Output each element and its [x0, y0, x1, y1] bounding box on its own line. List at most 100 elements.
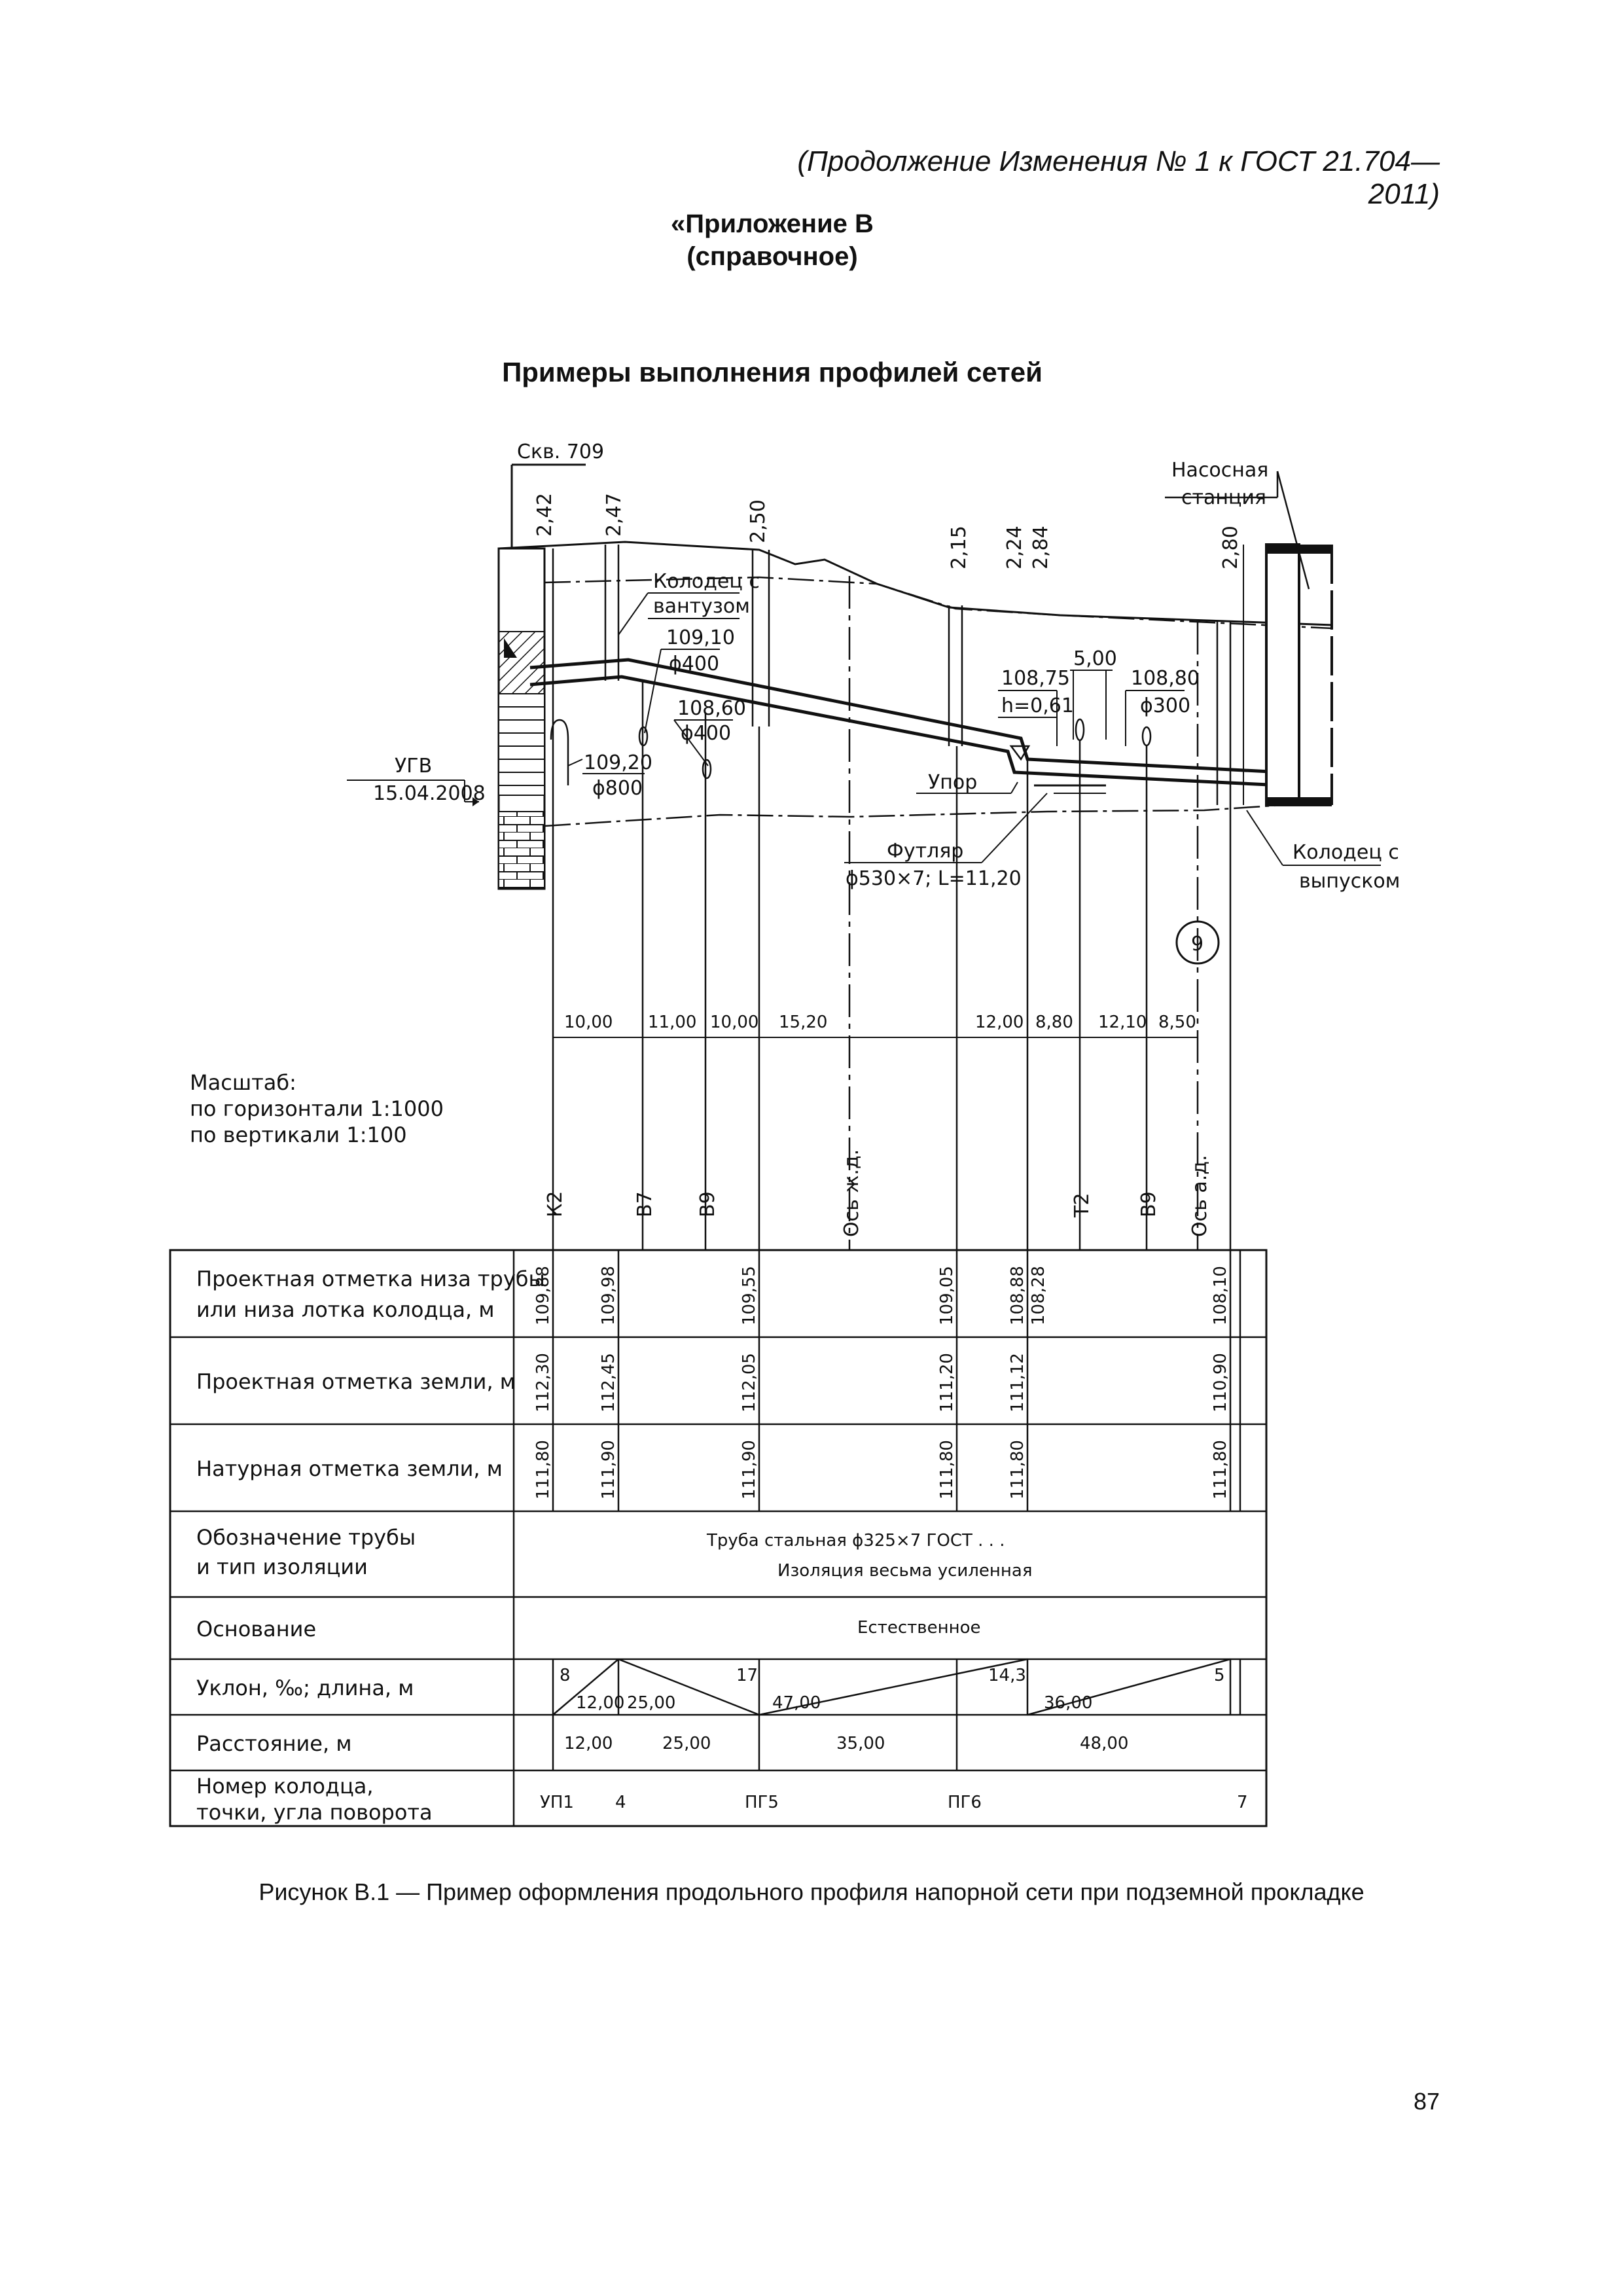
depth-label: 2,47 [603, 493, 626, 537]
distance-label: 8,50 [1158, 1013, 1196, 1032]
table-cell: 111,80 [937, 1440, 957, 1499]
table-cell: 109,55 [740, 1266, 759, 1325]
row-design-ground-values: 112,30 112,45 112,05 111,20 111,12 110,9… [533, 1353, 1230, 1412]
ground-surface-line [498, 541, 1332, 626]
distance-dimension-row: 10,00 11,00 10,00 15,20 12,00 8,80 12,10… [553, 1013, 1198, 1038]
groundwater-level-marker: УГВ 15.04.2008 [347, 755, 486, 806]
table-row-label: Проектная отметка низа трубы [196, 1266, 545, 1291]
table-row-label: Натурная отметка земли, м [196, 1456, 503, 1481]
table-cell: 109,88 [533, 1266, 553, 1325]
table-cell: 112,05 [740, 1353, 759, 1412]
table-row-label: Основание [196, 1617, 316, 1641]
crossing-dia: h=0,61 [1001, 694, 1074, 717]
pipe-designation: Труба стальная ϕ325×7 ГОСТ . . . [706, 1531, 1005, 1551]
distance-label: 8,80 [1035, 1013, 1073, 1032]
appendix-title: «Приложение В [671, 209, 874, 238]
utility-label: В9 [1137, 1191, 1160, 1217]
point-number: ПГ5 [745, 1793, 779, 1812]
slope-length: 25,00 [627, 1693, 675, 1713]
crossing-elev: 108,75 [1001, 667, 1070, 690]
table-cell: 112,45 [599, 1353, 618, 1412]
dim-5-label: 5,00 [1073, 647, 1117, 670]
utility-label: Ось ж.д. [840, 1149, 863, 1237]
table-row-label: точки, угла поворота [196, 1800, 433, 1825]
well-vantuz-callout: Колодец с вантузом [618, 570, 760, 636]
crossing-109-20: 109,20 ϕ800 [550, 719, 652, 800]
crossing-elev: 108,60 [677, 697, 746, 720]
scale-title: Масштаб: [190, 1070, 296, 1095]
table-row-label: Расстояние, м [196, 1731, 351, 1756]
table-cell: 112,30 [533, 1353, 553, 1412]
table-cell: 109,98 [599, 1266, 618, 1325]
existing-ground-line [544, 576, 1332, 630]
stop-callout: Упор [916, 745, 1106, 794]
well-vantuz-label: Колодец с [653, 570, 760, 593]
depth-labels: 2,42 2,47 2,50 2,15 2,24 2,84 2,80 [533, 493, 1242, 569]
crossing-elev: 108,80 [1131, 667, 1200, 690]
page-number: 87 [1413, 2088, 1440, 2115]
scale-note: Масштаб: по горизонтали 1:1000 по вертик… [190, 1070, 444, 1147]
point-number: 7 [1237, 1793, 1248, 1812]
appendix-subtitle: (справочное) [687, 242, 858, 271]
table-cell: 111,80 [1008, 1440, 1027, 1499]
utility-labels: К2 В7 В9 Ось ж.д. Т2 В9 Ось а.д. [544, 1149, 1211, 1237]
crossing-dia: ϕ300 [1140, 694, 1190, 717]
figure-caption: Рисунок В.1 — Пример оформления продольн… [259, 1878, 1364, 1905]
distance-label: 15,20 [779, 1013, 827, 1032]
page-header: (Продолжение Изменения № 1 к ГОСТ 21.704… [797, 145, 1440, 210]
pump-station: Насосная станция [1165, 459, 1333, 806]
table-cell: 111,80 [1211, 1440, 1230, 1499]
casing-spec: ϕ530×7; L=11,20 [846, 867, 1022, 890]
utility-label: В9 [696, 1191, 719, 1217]
distance-label: 10,00 [710, 1013, 758, 1032]
slope-value: 14,3 [988, 1666, 1026, 1685]
slope-values: 8 12,00 17 25,00 14,3 47,00 5 36,00 [560, 1666, 1225, 1713]
table-row-label: Проектная отметка земли, м [196, 1369, 516, 1394]
distance-value: 48,00 [1080, 1734, 1128, 1753]
table-cell: 111,80 [533, 1440, 553, 1499]
distance-value: 25,00 [662, 1734, 711, 1753]
table-row-label: или низа лотка колодца, м [196, 1297, 494, 1322]
well-vantuz-label-2: вантузом [653, 595, 750, 618]
crossing-elev: 109,20 [584, 751, 652, 774]
depth-label: 2,84 [1029, 526, 1052, 569]
stop-label: Упор [928, 771, 977, 794]
groundwater-line [544, 804, 1283, 827]
crossing-108-75: 108,75 h=0,61 [998, 667, 1085, 746]
slope-value: 17 [736, 1666, 758, 1685]
well-outlet-callout: Колодец с выпуском [1246, 810, 1400, 893]
distance-label: 12,10 [1098, 1013, 1147, 1032]
table-cell: 111,90 [740, 1440, 759, 1499]
table-cell: 111,20 [937, 1353, 957, 1412]
scale-vertical: по вертикали 1:100 [190, 1122, 407, 1147]
table-row-label: Номер колодца, [196, 1774, 374, 1799]
table-row-label: и тип изоляции [196, 1554, 368, 1579]
distance-label: 12,00 [975, 1013, 1024, 1032]
distance-label: 10,00 [564, 1013, 613, 1032]
table-cell: 108,28 [1029, 1266, 1048, 1325]
dim-5-00: 5,00 [1070, 647, 1117, 740]
utility-label: В7 [633, 1191, 656, 1217]
crossing-dia: ϕ400 [669, 653, 719, 675]
slope-length: 47,00 [772, 1693, 821, 1713]
well-lines [604, 545, 1232, 805]
table-cell: 108,88 [1008, 1266, 1027, 1325]
pump-station-label-2: станция [1181, 486, 1266, 509]
well-outlet-label: Колодец с [1293, 841, 1399, 864]
slope-value: 8 [560, 1666, 571, 1685]
depth-label: 2,42 [533, 493, 556, 537]
distance-value: 35,00 [836, 1734, 885, 1753]
distance-values: 12,00 25,00 35,00 48,00 [564, 1734, 1128, 1753]
distance-label: 11,00 [648, 1013, 696, 1032]
crossing-108-80: 108,80 ϕ300 [1125, 667, 1200, 747]
point-number: ПГ6 [948, 1793, 982, 1812]
table-cell: 109,05 [937, 1266, 957, 1325]
borehole-text: Скв. 709 [517, 440, 604, 463]
table-cell: 111,12 [1008, 1353, 1027, 1412]
point-numbers: УП1 4 ПГ5 ПГ6 7 [540, 1793, 1248, 1812]
depth-label: 2,50 [747, 499, 770, 543]
slope-length: 36,00 [1044, 1693, 1092, 1713]
scale-horizontal: по горизонтали 1:1000 [190, 1096, 444, 1121]
borehole-column [497, 547, 546, 890]
